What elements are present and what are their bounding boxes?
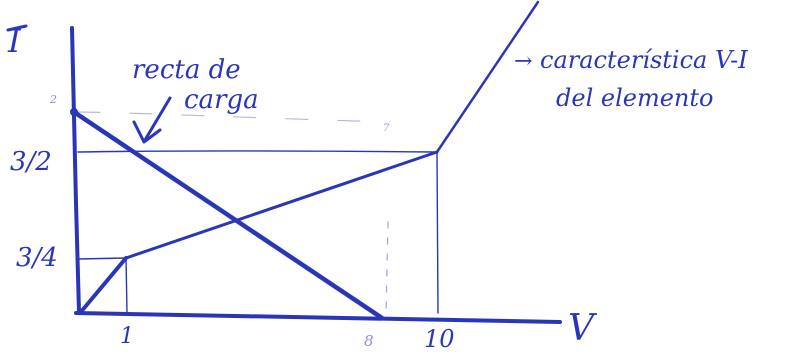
guide-10-vertical — [436, 151, 439, 314]
guide-1-vertical — [125, 257, 128, 314]
stray-mark: 7 — [383, 123, 390, 134]
characteristic-label-line2: del elemento — [556, 84, 713, 112]
y-tick-2-small: 2 — [49, 93, 57, 106]
characteristic-segment-2 — [124, 150, 439, 260]
y-axis — [70, 26, 81, 314]
x-tick-8: 8 — [364, 332, 374, 350]
x-tick-10: 10 — [424, 325, 455, 353]
load-line-label-line2: carga — [184, 85, 259, 115]
load-line-intercept-dot — [70, 108, 78, 116]
characteristic-segment-3 — [435, 0, 540, 154]
characteristic-arrow-glyph: → — [514, 49, 532, 74]
guide-8-vertical — [385, 221, 389, 314]
load-line-arrowhead — [132, 120, 162, 144]
load-line-arrow — [143, 96, 172, 142]
y-tick-3-4: 3/4 — [16, 243, 58, 273]
x-tick-1: 1 — [120, 324, 134, 349]
load-line-label-line1: recta de — [132, 55, 241, 85]
y-axis-label: I — [7, 22, 22, 60]
characteristic-segment-1 — [78, 256, 128, 315]
guide-3-4-horizontal — [77, 257, 127, 260]
guide-top-dashed — [77, 111, 391, 123]
characteristic-label-line1: característica V-I — [540, 46, 748, 74]
x-axis — [74, 311, 562, 324]
load-line — [71, 109, 385, 321]
y-axis-label-bar — [6, 24, 28, 32]
x-axis-label: V — [568, 308, 598, 349]
y-tick-3-2: 3/2 — [10, 147, 52, 177]
guide-3-2-horizontal — [77, 150, 438, 153]
